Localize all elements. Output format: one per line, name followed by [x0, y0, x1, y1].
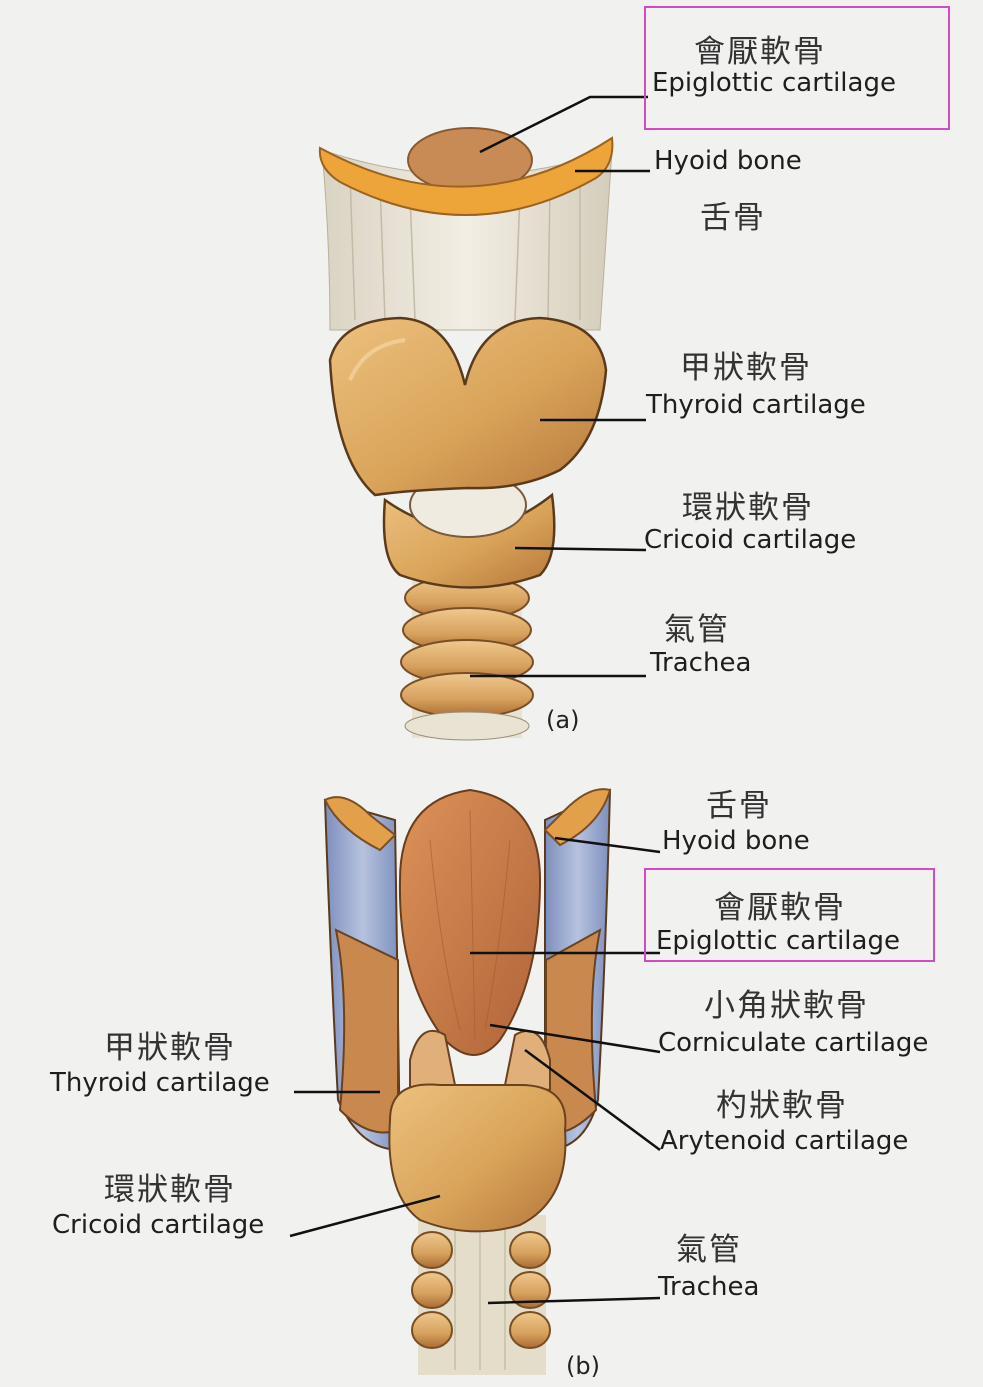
- label-arytenoid-en-b: Arytenoid cartilage: [660, 1126, 908, 1156]
- label-cricoid-zh-b: 環狀軟骨: [104, 1164, 236, 1209]
- label-thyroid-zh-b: 甲狀軟骨: [104, 1022, 236, 1067]
- label-epiglottic-en-b: Epiglottic cartilage: [656, 926, 900, 956]
- label-hyoid-zh-a: 舌骨: [700, 192, 766, 237]
- label-trachea-en-b: Trachea: [658, 1272, 759, 1302]
- trachea-a: [401, 576, 533, 740]
- label-epiglottic-zh-a: 會厭軟骨: [694, 26, 826, 71]
- label-trachea-zh-b: 氣管: [676, 1224, 742, 1269]
- panel-a-illustration: [320, 128, 613, 740]
- panel-tag-b: (b): [566, 1352, 600, 1380]
- label-epiglottic-zh-b: 會厭軟骨: [714, 882, 846, 927]
- label-hyoid-en-a: Hyoid bone: [654, 146, 802, 176]
- label-hyoid-en-b: Hyoid bone: [662, 826, 810, 856]
- label-trachea-zh-a: 氣管: [664, 604, 730, 649]
- label-thyroid-en-a: Thyroid cartilage: [646, 390, 866, 420]
- label-hyoid-zh-b: 舌骨: [706, 780, 772, 825]
- label-corniculate-zh-b: 小角狀軟骨: [704, 980, 869, 1025]
- trachea-b: [412, 1215, 550, 1375]
- label-cricoid-en-a: Cricoid cartilage: [644, 525, 856, 555]
- panel-tag-a: (a): [546, 706, 579, 734]
- thyroid-cartilage-a: [330, 318, 606, 495]
- cricoid-b: [389, 1084, 565, 1231]
- label-thyroid-en-b: Thyroid cartilage: [50, 1068, 270, 1098]
- label-cricoid-en-b: Cricoid cartilage: [52, 1210, 264, 1240]
- label-corniculate-en-b: Corniculate cartilage: [658, 1028, 928, 1058]
- label-epiglottic-en-a: Epiglottic cartilage: [652, 68, 896, 98]
- arytenoid-right-b: [505, 1031, 550, 1090]
- label-cricoid-zh-a: 環狀軟骨: [682, 482, 814, 527]
- label-trachea-en-a: Trachea: [650, 648, 751, 678]
- label-thyroid-zh-a: 甲狀軟骨: [680, 342, 812, 387]
- label-arytenoid-zh-b: 杓狀軟骨: [716, 1080, 848, 1125]
